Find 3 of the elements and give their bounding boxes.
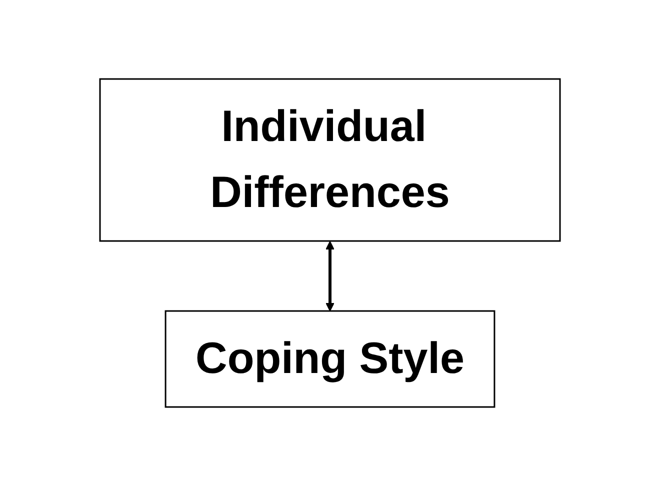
- node-box: Individual Differences: [98, 78, 560, 242]
- node-box: Coping Style: [164, 310, 495, 408]
- arrow: [325, 240, 334, 311]
